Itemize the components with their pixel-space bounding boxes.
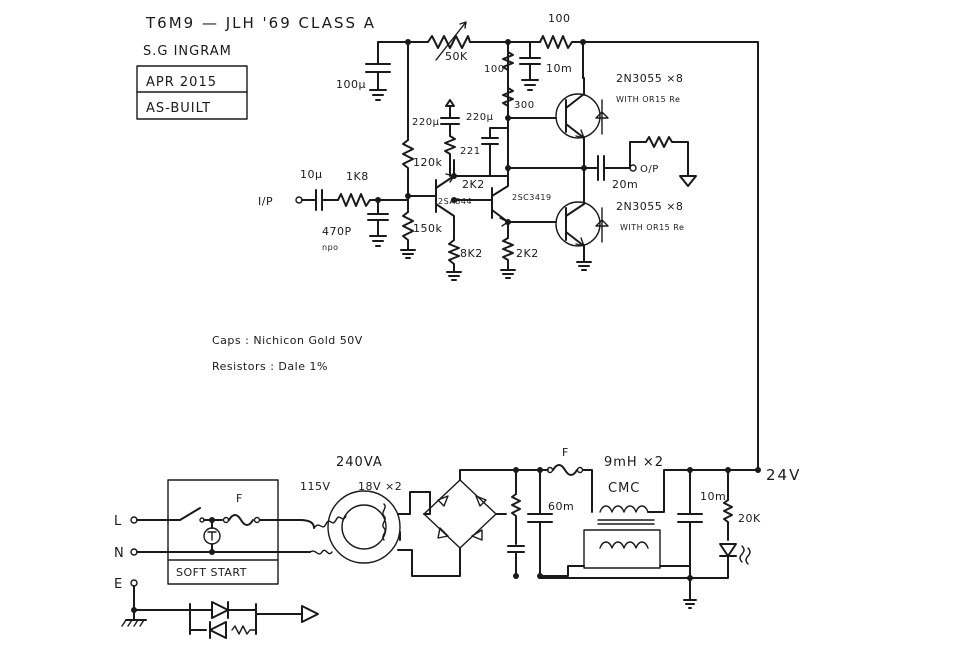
resistor-load [645,136,689,177]
resistor-221 [444,135,456,177]
resistor-150k [402,211,414,251]
fuse-secondary [552,464,578,476]
q-out-top [555,93,601,139]
label-10u: 10µ [300,168,323,181]
input-label: I/P [258,195,273,208]
fuse-primary [228,514,254,526]
earth-diode-a [211,601,229,619]
power-led [719,543,737,557]
resistor-2k2-bot [502,237,514,271]
amplifier-section: 50K 100 100µ 120k 150k I/P 10µ 1K8 470P … [258,12,759,471]
label-cmc: CMC [608,481,640,496]
revision-date: APR 2015 [146,75,217,90]
label-1k8: 1K8 [346,170,369,183]
resistor-1k8 [337,193,409,207]
label-24v: 24V [766,466,801,484]
soft-start-box [167,479,279,585]
label-120k: 120k [413,156,442,169]
earth-diode-b [209,621,227,639]
label-150k: 150k [413,222,442,235]
resistor-20k [723,499,733,541]
q-out-bot [555,201,601,247]
label-470p: 470P [322,225,352,238]
label-300: 300 [514,100,535,111]
label-2n3055-bot: 2N3055 ×8 [616,200,683,213]
choke-lower [599,541,649,549]
resistor-300 [502,87,514,119]
secondary-winding [382,503,386,541]
label-50k: 50K [445,50,468,63]
bridge-rectifier [423,479,497,549]
label-20m: 20m [612,178,638,191]
author: S.G INGRAM [143,44,232,59]
label-2n3055-top: 2N3055 ×8 [616,72,683,85]
label-20k: 20K [738,512,761,525]
label-2k2-bot: 2K2 [516,247,539,260]
title-block: T6M9 — JLH '69 CLASS A S.G INGRAM APR 20… [136,14,376,120]
label-240va: 240VA [336,455,383,470]
resistor-100-top [539,35,573,49]
label-220u-b: 220µ [466,112,494,123]
label-9mh: 9mH ×2 [604,455,664,470]
label-10m-psu: 10m [700,490,726,503]
resistor-bleed [511,493,521,545]
note-resistors: Resistors : Dale 1% [212,360,328,373]
revision-status: AS-BUILT [146,101,211,116]
notes: Caps : Nichicon Gold 50V Resistors : Dal… [212,334,363,373]
label-100-mid: 100 [484,64,505,75]
label-soft-start: SOFT START [176,566,247,579]
label-fuse-secondary: F [562,446,569,459]
trimmer-50k [427,35,471,49]
label-npo: npo [322,243,339,252]
label-neutral: N [114,546,125,561]
label-60m: 60m [548,500,574,513]
label-earth: E [114,577,123,592]
label-fuse-primary: F [236,492,243,505]
label-18v: 18V ×2 [358,480,402,493]
resistor-120k [402,139,414,197]
label-115v: 115V [300,480,331,493]
label-10m: 10m [546,62,572,75]
label-100-top: 100 [548,12,571,25]
primary-winding [309,515,347,555]
label-live: L [114,514,122,529]
label-8k2: 8K2 [460,247,483,260]
earth-resistor [231,625,257,635]
label-or15-bot: WITH OR15 Re [620,223,684,232]
label-220u-a: 220µ [412,117,440,128]
resistor-8k2 [448,239,460,273]
label-100u: 100µ [336,78,366,91]
toroid-transformer [327,490,401,564]
cap-60m [527,513,553,523]
label-221: 221 [460,146,481,157]
label-2k2-mid: 2K2 [462,178,485,191]
psu-section: L N E SOFT START F [114,446,801,639]
label-or15-top: WITH OR15 Re [616,95,680,104]
cap-10m-psu [677,513,703,523]
output-label: O/P [640,164,659,175]
label-2sc3419: 2SC3419 [512,193,552,202]
title: T6M9 — JLH '69 CLASS A [145,14,376,32]
choke-upper [599,505,649,513]
note-caps: Caps : Nichicon Gold 50V [212,334,363,347]
resistor-100-mid [502,51,514,89]
